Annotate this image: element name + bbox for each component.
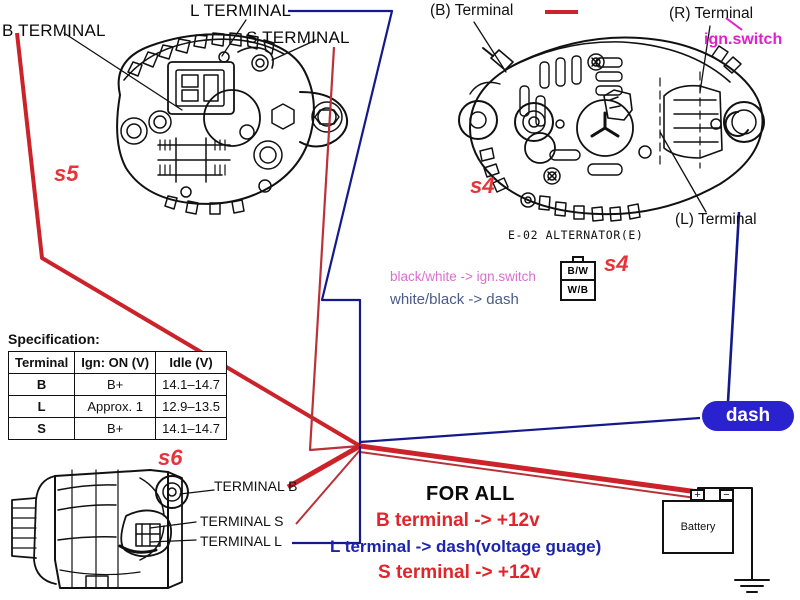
wire-l-terminal-s5 bbox=[288, 9, 394, 446]
spec-header-row: Terminal Ign: ON (V) Idle (V) bbox=[7, 351, 227, 374]
wire-l-terminal-s4-to-dash bbox=[726, 211, 741, 403]
battery-node: Battery bbox=[662, 500, 734, 554]
spec-cell-idle: 14.1–14.7 bbox=[155, 373, 227, 396]
label-b-terminal-s4: (B) Terminal bbox=[430, 2, 514, 19]
label-r-terminal-s4: (R) Terminal bbox=[669, 5, 754, 22]
connector-pin-wb: W/B bbox=[560, 281, 596, 301]
specification-table: Specification: Terminal Ign: ON (V) Idle… bbox=[7, 331, 227, 440]
wire-b-terminal-s5 bbox=[15, 32, 362, 448]
spec-cell-terminal: B bbox=[7, 373, 76, 396]
alternator-s5-drawing bbox=[116, 32, 349, 215]
alternator-id-s5: s5 bbox=[54, 161, 79, 186]
wire-s6-terminal-b bbox=[286, 443, 362, 490]
label-terminal-l-s6: TERMINAL L bbox=[200, 533, 282, 549]
connector-pin-bw: B/W bbox=[560, 261, 596, 281]
spec-cell-ign: B+ bbox=[74, 373, 157, 396]
wire-s6-terminal-s bbox=[295, 449, 361, 525]
alternator-id-s4: s4 bbox=[470, 173, 495, 198]
label-l-terminal-s4: (L) Terminal bbox=[675, 211, 757, 228]
alternator-id-s6: s6 bbox=[158, 445, 183, 470]
spec-cell-terminal: L bbox=[7, 395, 76, 418]
legend-black-white: black/white -> ign.switch bbox=[390, 269, 536, 284]
spec-cell-idle: 14.1–14.7 bbox=[155, 417, 227, 440]
battery-negative-post: − bbox=[719, 489, 734, 501]
spec-cell-idle: 12.9–13.5 bbox=[155, 395, 227, 418]
wire-b-to-battery-positive bbox=[359, 443, 699, 495]
specification-caption: Specification: bbox=[8, 331, 100, 347]
wire-s6-terminal-l bbox=[292, 446, 362, 545]
connector-tab bbox=[572, 256, 584, 261]
label-b-terminal-s5: B TERMINAL bbox=[2, 21, 106, 40]
spec-cell-ign: Approx. 1 bbox=[74, 395, 157, 418]
caption-alternator-e02: E-02 ALTERNATOR(E) bbox=[508, 228, 644, 242]
spec-table: Terminal Ign: ON (V) Idle (V) B B+ 14.1–… bbox=[7, 351, 227, 440]
spec-cell-ign: B+ bbox=[74, 417, 157, 440]
summary-line-l: L terminal -> dash(voltage guage) bbox=[330, 537, 602, 556]
summary-line-b: B terminal -> +12v bbox=[376, 510, 540, 531]
spec-col-terminal: Terminal bbox=[7, 351, 76, 374]
summary-heading: FOR ALL bbox=[426, 483, 515, 505]
wire-s-terminal-s5 bbox=[308, 46, 361, 452]
spec-cell-terminal: S bbox=[7, 417, 76, 440]
leader-lines bbox=[63, 19, 711, 543]
table-row: S B+ 14.1–14.7 bbox=[7, 417, 227, 440]
spec-col-idle: Idle (V) bbox=[155, 351, 227, 374]
wire-ign-switch-leader bbox=[725, 17, 743, 31]
legend-white-black: white/black -> dash bbox=[390, 291, 519, 308]
label-ign-switch: ign.switch bbox=[704, 31, 783, 48]
table-row: L Approx. 1 12.9–13.5 bbox=[7, 395, 227, 418]
table-row: B B+ 14.1–14.7 bbox=[7, 373, 227, 396]
wire-l-to-dash bbox=[359, 416, 701, 444]
summary-line-s: S terminal -> +12v bbox=[378, 562, 541, 583]
alternator-s6-drawing bbox=[11, 469, 189, 589]
label-s-terminal-s5: S TERMINAL bbox=[246, 28, 350, 47]
dash-node: dash bbox=[702, 401, 794, 431]
connector-pin-block: B/W W/B bbox=[560, 256, 596, 305]
label-terminal-s-s6: TERMINAL S bbox=[200, 513, 284, 529]
label-l-terminal-s5: L TERMINAL bbox=[190, 1, 292, 20]
battery-positive-post: + bbox=[690, 489, 705, 501]
connector-id-s4: s4 bbox=[604, 251, 629, 276]
spec-col-ign-on: Ign: ON (V) bbox=[74, 351, 157, 374]
battery-label: Battery bbox=[680, 521, 716, 533]
alternator-s4-drawing bbox=[458, 36, 765, 222]
wire-s-to-battery-positive bbox=[359, 451, 697, 499]
label-terminal-b-s6: TERMINAL B bbox=[214, 478, 298, 494]
